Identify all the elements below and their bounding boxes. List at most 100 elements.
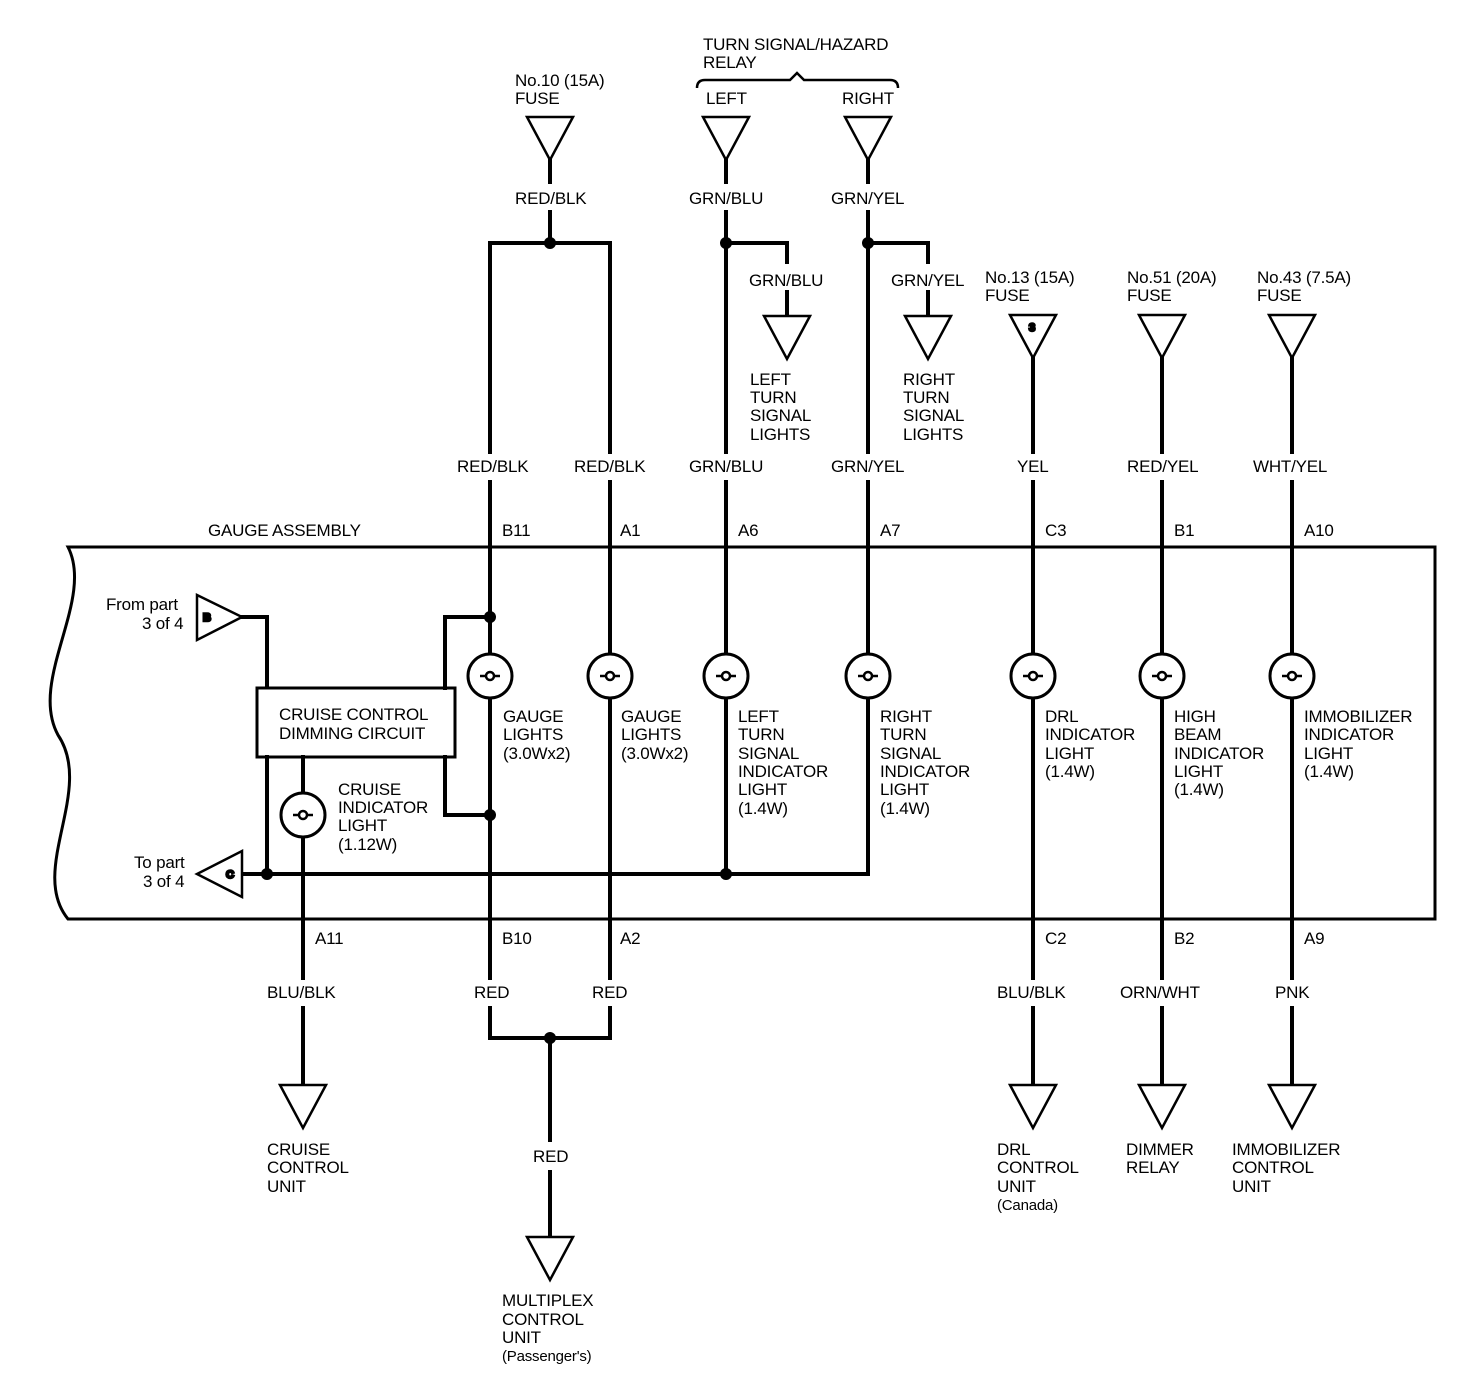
wire-label-a11: BLU/BLK bbox=[267, 983, 336, 1002]
relay-left-triangle bbox=[700, 115, 752, 163]
gauge-lights-2-label: GAUGE bbox=[621, 707, 681, 726]
wire-label-a6: GRN/BLU bbox=[689, 457, 763, 476]
multiplex-label-4: (Passenger's) bbox=[502, 1348, 592, 1365]
fuse43-label: No.43 (7.5A) bbox=[1257, 268, 1351, 287]
wire-label-b11: RED/BLK bbox=[457, 457, 529, 476]
cruise-light-label: CRUISE bbox=[338, 780, 401, 799]
gauge-light-2-bulb bbox=[586, 652, 634, 700]
to-part-label-2: 3 of 4 bbox=[143, 872, 184, 891]
relay-right-label: RIGHT bbox=[842, 89, 894, 108]
right-turn-lights-label-3: SIGNAL bbox=[903, 406, 964, 425]
right-turn-ind-label-3: SIGNAL bbox=[880, 744, 941, 763]
cruise-indicator-bulb bbox=[279, 791, 327, 839]
pin-b10: B10 bbox=[502, 929, 532, 948]
left-turn-ind-label-6: (1.4W) bbox=[738, 799, 788, 818]
wire-red-blk-branch bbox=[488, 241, 612, 454]
left-turn-ind-label-4: INDICATOR bbox=[738, 762, 828, 781]
cruise-dimming-label: CRUISE CONTROL bbox=[279, 705, 428, 724]
relay-brace bbox=[695, 71, 900, 89]
high-beam-indicator-bulb bbox=[1138, 652, 1186, 700]
cruise-unit-triangle bbox=[277, 1083, 329, 1131]
left-turn-lights-label-3: SIGNAL bbox=[750, 406, 811, 425]
gauge-lights-2-label-3: (3.0Wx2) bbox=[621, 744, 688, 763]
pin-a1: A1 bbox=[620, 521, 640, 540]
pin-a11: A11 bbox=[315, 929, 343, 948]
relay-right-triangle bbox=[842, 115, 894, 163]
immob-ind-label-4: (1.4W) bbox=[1304, 762, 1354, 781]
multiplex-label-2: CONTROL bbox=[502, 1310, 584, 1329]
drl-unit-triangle bbox=[1007, 1083, 1059, 1131]
pin-a2: A2 bbox=[620, 929, 640, 948]
wire-red-blk-top: RED/BLK bbox=[515, 189, 587, 208]
drl-ind-label-3: LIGHT bbox=[1045, 744, 1094, 763]
fuse10-triangle bbox=[524, 115, 576, 163]
immob-unit-label-3: UNIT bbox=[1232, 1177, 1271, 1196]
multiplex-label: MULTIPLEX bbox=[502, 1291, 593, 1310]
wire-label-multiplex: RED bbox=[533, 1147, 568, 1166]
pin-a10: A10 bbox=[1304, 521, 1334, 540]
pin-c2: C2 bbox=[1045, 929, 1066, 948]
cruise-light-label-4: (1.12W) bbox=[338, 835, 397, 854]
immob-ind-label-3: LIGHT bbox=[1304, 744, 1353, 763]
gauge-lights-2-label-2: LIGHTS bbox=[621, 725, 681, 744]
gauge-assembly-outline bbox=[48, 545, 1437, 921]
gauge-lights-1-label: GAUGE bbox=[503, 707, 563, 726]
wire-label-b10: RED bbox=[474, 983, 509, 1002]
multiplex-triangle bbox=[524, 1235, 576, 1283]
right-turn-lights-triangle bbox=[902, 314, 954, 362]
right-turn-ind-label: RIGHT bbox=[880, 707, 932, 726]
wire-label-a7: GRN/YEL bbox=[831, 457, 904, 476]
left-turn-indicator-bulb bbox=[702, 652, 750, 700]
immob-unit-triangle bbox=[1266, 1083, 1318, 1131]
drl-unit-label-4: (Canada) bbox=[997, 1197, 1058, 1214]
fuse43-label-2: FUSE bbox=[1257, 286, 1302, 305]
immob-ind-label: IMMOBILIZER bbox=[1304, 707, 1412, 726]
right-turn-lights-label-2: TURN bbox=[903, 388, 949, 407]
cruise-unit-label: CRUISE bbox=[267, 1140, 330, 1159]
gauge-lights-1-label-2: LIGHTS bbox=[503, 725, 563, 744]
gauge-light-1-bulb bbox=[466, 652, 514, 700]
gauge-lights-1-label-3: (3.0Wx2) bbox=[503, 744, 570, 763]
pin-b1: B1 bbox=[1174, 521, 1194, 540]
fuse10-label: No.10 (15A) bbox=[515, 71, 604, 90]
from-part-connector bbox=[195, 592, 245, 643]
high-beam-ind-label-5: (1.4W) bbox=[1174, 780, 1224, 799]
left-turn-lights-label-4: LIGHTS bbox=[750, 425, 810, 444]
from-part-label: From part bbox=[106, 595, 178, 614]
left-turn-ind-label: LEFT bbox=[738, 707, 779, 726]
cruise-light-label-3: LIGHT bbox=[338, 816, 387, 835]
high-beam-ind-label-4: LIGHT bbox=[1174, 762, 1223, 781]
dimmer-relay-label-2: RELAY bbox=[1126, 1158, 1180, 1177]
fuse10-label-2: FUSE bbox=[515, 89, 560, 108]
to-part-marker: C bbox=[226, 869, 234, 881]
wire-label-c3: YEL bbox=[1017, 457, 1049, 476]
immob-unit-label-2: CONTROL bbox=[1232, 1158, 1314, 1177]
drl-ind-label-2: INDICATOR bbox=[1045, 725, 1135, 744]
cruise-light-label-2: INDICATOR bbox=[338, 798, 428, 817]
pin-c3: C3 bbox=[1045, 521, 1066, 540]
immob-ind-label-2: INDICATOR bbox=[1304, 725, 1394, 744]
drl-ind-label-4: (1.4W) bbox=[1045, 762, 1095, 781]
wire-label-a1: RED/BLK bbox=[574, 457, 646, 476]
right-turn-ind-label-2: TURN bbox=[880, 725, 926, 744]
gauge-assembly-title: GAUGE ASSEMBLY bbox=[208, 521, 361, 540]
right-turn-ind-label-5: LIGHT bbox=[880, 780, 929, 799]
drl-ind-label: DRL bbox=[1045, 707, 1078, 726]
immob-unit-label: IMMOBILIZER bbox=[1232, 1140, 1340, 1159]
dimmer-relay-triangle bbox=[1136, 1083, 1188, 1131]
drl-unit-label: DRL bbox=[997, 1140, 1030, 1159]
wire-label-a9: PNK bbox=[1275, 983, 1310, 1002]
left-turn-ind-label-3: SIGNAL bbox=[738, 744, 799, 763]
pin-a9: A9 bbox=[1304, 929, 1324, 948]
high-beam-ind-label-3: INDICATOR bbox=[1174, 744, 1264, 763]
left-turn-ind-label-2: TURN bbox=[738, 725, 784, 744]
high-beam-ind-label-2: BEAM bbox=[1174, 725, 1221, 744]
cruise-dimming-label-2: DIMMING CIRCUIT bbox=[279, 724, 425, 743]
fuse51-label: No.51 (20A) bbox=[1127, 268, 1216, 287]
right-turn-indicator-bulb bbox=[844, 652, 892, 700]
left-turn-lights-triangle bbox=[761, 314, 813, 362]
cruise-unit-label-2: CONTROL bbox=[267, 1158, 349, 1177]
fuse13-label: No.13 (15A) bbox=[985, 268, 1074, 287]
from-part-label-2: 3 of 4 bbox=[142, 614, 183, 633]
right-turn-ind-label-6: (1.4W) bbox=[880, 799, 930, 818]
